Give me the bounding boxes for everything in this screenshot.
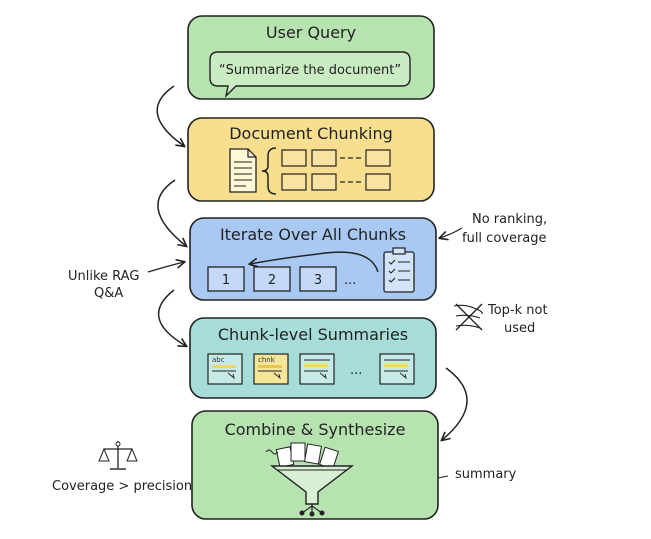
speech-bubble: [209, 51, 411, 99]
step-title: Chunk-level Summaries: [218, 325, 408, 344]
summary-card-2: chnk: [253, 353, 289, 385]
document-icon: [229, 148, 257, 193]
summary-ellipsis: ...: [350, 363, 362, 378]
step-title: User Query: [266, 23, 356, 42]
summary-card-1: abc: [207, 353, 243, 385]
step-box: [191, 410, 439, 520]
note-arrow: [438, 227, 463, 241]
svg-text:used: used: [504, 321, 535, 336]
squiggle-icon: [265, 449, 279, 455]
flow-arrow-3: [157, 289, 188, 348]
step-user-query: User Query “Summarize the document”: [187, 15, 435, 100]
svg-text:Top-k not: Top-k not: [487, 303, 548, 318]
step-box: [189, 217, 437, 301]
step-title: Iterate Over All Chunks: [220, 225, 406, 244]
svg-text:summary: summary: [455, 467, 517, 482]
note-arrow: [147, 259, 186, 273]
brace-icon: [261, 147, 277, 195]
crossed-out-icon: [453, 303, 483, 331]
summary-card-3: [299, 353, 335, 385]
note-summary: summary: [437, 467, 517, 482]
flow-arrow-4: [440, 367, 468, 442]
svg-text:2: 2: [268, 273, 276, 288]
step-document-chunking: Document Chunking: [187, 117, 435, 202]
funnel-icon: [269, 442, 355, 517]
svg-text:No ranking,: No ranking,: [472, 212, 547, 227]
checklist-icon: [383, 247, 415, 293]
step-iterate-chunks: Iterate Over All Chunks 1 2 3 ...: [189, 217, 437, 301]
note-coverage: Coverage > precision: [52, 441, 192, 494]
flow-arrow-2: [157, 179, 188, 248]
step-combine-synthesize: Combine & Synthesize: [191, 410, 439, 520]
loop-arrow: [248, 251, 379, 273]
chunk-ellipsis: ...: [344, 273, 356, 288]
summary-card-4: [379, 353, 415, 385]
chunk-grid: [281, 149, 391, 191]
svg-text:Q&A: Q&A: [94, 286, 123, 301]
step-title: Combine & Synthesize: [225, 420, 406, 439]
step-chunk-summaries: Chunk-level Summaries abc chnk ...: [189, 317, 437, 399]
step-title: Document Chunking: [229, 124, 393, 143]
svg-text:3: 3: [314, 273, 322, 288]
query-text: “Summarize the document”: [219, 63, 401, 78]
scale-icon: [98, 441, 138, 470]
svg-text:abc: abc: [212, 356, 225, 364]
chunk-box-2: 2: [253, 266, 291, 292]
chunk-box-1: 1: [207, 266, 245, 292]
svg-text:1: 1: [222, 273, 230, 288]
note-topk: Top-k not used: [453, 303, 548, 336]
note-unlike-rag: Unlike RAG Q&A: [68, 259, 186, 301]
svg-text:Coverage > precision: Coverage > precision: [52, 479, 192, 494]
svg-text:full coverage: full coverage: [462, 231, 547, 246]
note-no-ranking: No ranking, full coverage: [438, 212, 547, 246]
svg-text:chnk: chnk: [258, 356, 276, 364]
flow-arrow-1: [156, 85, 186, 148]
svg-text:Unlike RAG: Unlike RAG: [68, 269, 139, 284]
chunk-box-3: 3: [299, 266, 337, 292]
